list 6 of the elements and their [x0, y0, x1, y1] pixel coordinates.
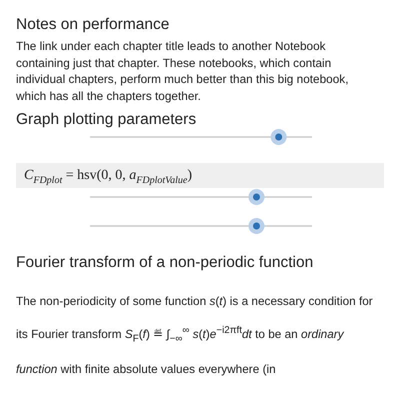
paragraph: The non-periodicity of some function s(t) is a necessary condition for its Fourier transform S$_{F}$(f) ≝ ∫$_{−∞}$$^{∞}$ s(t)e$^{−i2πft}$dt to be an ordinary function with finite absolute values everywhere (in	[16, 293, 374, 378]
section-heading: Fourier transform of a non-periodic function	[16, 254, 314, 272]
section-heading: Graph plotting parameters	[16, 111, 196, 129]
section-heading: Notes on performance	[16, 16, 170, 34]
paragraph: The link under each chapter title leads to another Notebook containing just that chapter. These notebooks, which contain individual chapters, perform much better than this big notebook, which has all the chapters together.	[16, 38, 350, 104]
formula-cell: C$_{FDplot}$ = hsv(0, 0, a$_{FDplotValue}$)	[16, 163, 384, 188]
